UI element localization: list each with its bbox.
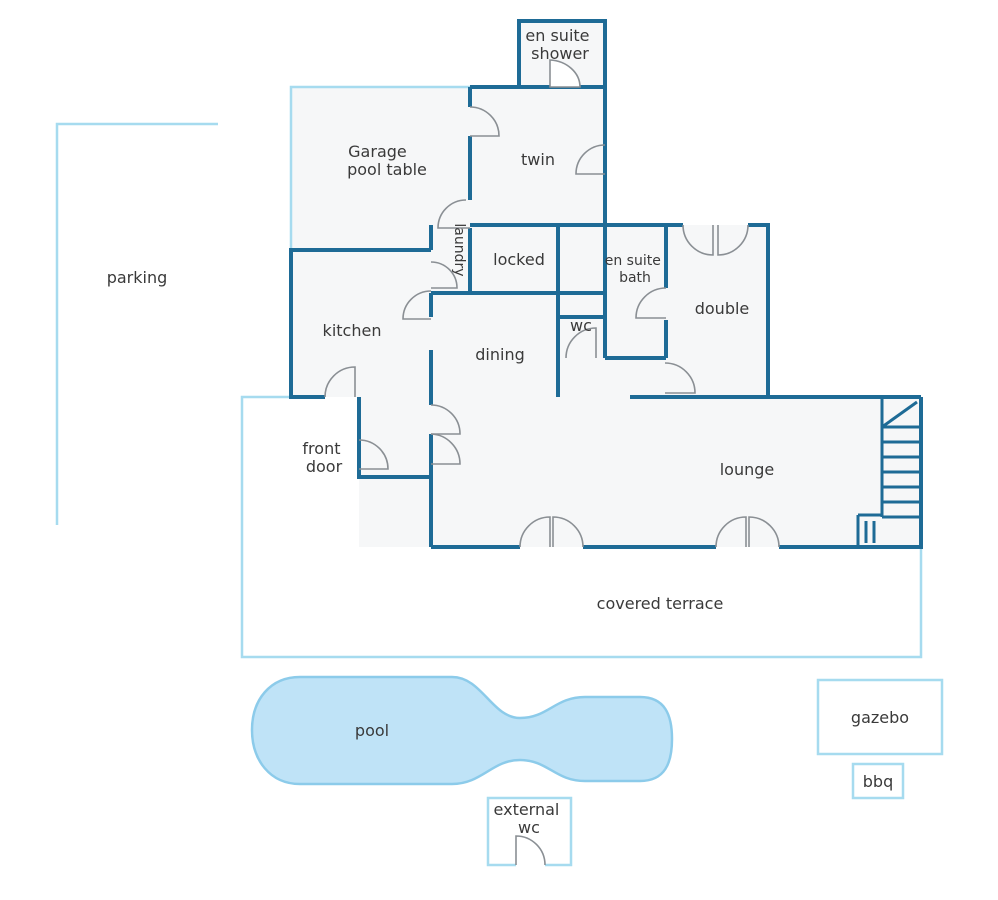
parking-outline	[55, 122, 218, 525]
label-ensuite-bath: en suite bath	[605, 253, 666, 286]
bbq-outline	[851, 762, 905, 800]
label-wc: wc	[570, 316, 592, 335]
label-front-door: front door	[302, 439, 345, 476]
external-wc-outline	[486, 796, 573, 867]
terrace-outline	[240, 395, 923, 659]
label-garage: Garage pool table	[347, 142, 427, 179]
label-twin: twin	[521, 150, 555, 169]
gazebo-outline	[816, 678, 944, 756]
label-ensuite-shower: en suite shower	[525, 26, 594, 63]
pool-shape	[250, 675, 674, 786]
label-lounge: lounge	[720, 460, 775, 479]
label-pool: pool	[355, 721, 389, 740]
label-laundry: laundry	[451, 223, 467, 276]
label-locked: locked	[493, 250, 545, 269]
room-floors	[291, 21, 921, 547]
label-parking: parking	[107, 268, 168, 287]
doors	[324, 59, 780, 866]
stairs	[856, 397, 919, 547]
room-labels: en suite shower Garage pool table twin p…	[107, 26, 909, 837]
label-external-wc: external wc	[494, 800, 565, 837]
walls	[289, 19, 923, 549]
label-gazebo: gazebo	[851, 708, 909, 727]
label-kitchen: kitchen	[323, 321, 382, 340]
label-covered-terrace: covered terrace	[597, 594, 724, 613]
label-dining: dining	[475, 345, 524, 364]
light-outlines	[55, 85, 944, 867]
label-double: double	[695, 299, 750, 318]
garage-outline	[289, 85, 470, 250]
label-bbq: bbq	[863, 772, 893, 791]
